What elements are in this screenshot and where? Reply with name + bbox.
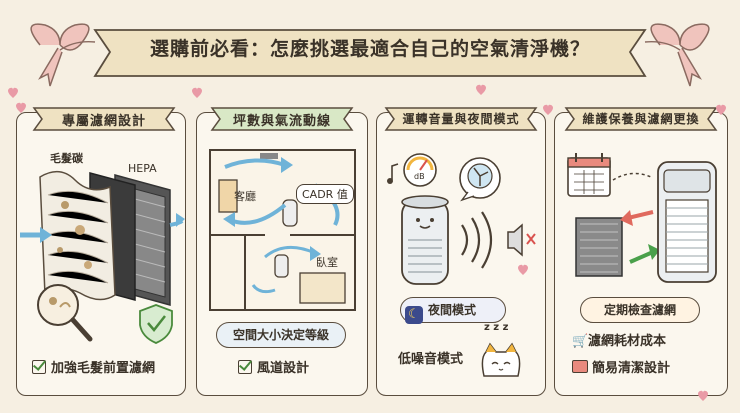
toolbox-icon	[572, 360, 588, 373]
cat-icon	[481, 342, 521, 377]
calendar-icon	[567, 153, 611, 197]
shield-icon	[139, 304, 173, 344]
purifier-icon	[401, 195, 449, 285]
panel-2-heading: 坪數與氣流動線	[232, 114, 331, 129]
cleaning-item: 簡易清潔設計	[572, 357, 670, 376]
db-label: dB	[414, 172, 425, 181]
panel-2-banner	[210, 107, 354, 131]
ribbon-icon	[30, 23, 90, 87]
panel-4-pill: 定期檢查濾網	[580, 297, 700, 323]
panel-2-pill: 空間大小決定等級	[216, 322, 346, 348]
ribbon-icon	[650, 23, 710, 87]
panel-1-heading: 專屬濾網設計	[61, 114, 146, 129]
panel-3-footer: 低噪音模式	[398, 352, 464, 367]
bedroom-label: 臥室	[316, 256, 338, 269]
heart-icon	[543, 104, 553, 115]
hair-carbon-label: 毛髮碳	[50, 152, 83, 165]
moon-icon: ☾	[405, 306, 423, 324]
panel-4-heading: 維護保養與濾網更換	[582, 112, 700, 126]
check-icon	[238, 360, 252, 374]
hepa-label: HEPA	[128, 162, 157, 175]
panel-3-pill: ☾夜間模式	[400, 297, 506, 324]
cost-item: 🛒濾網耗材成本	[572, 334, 667, 349]
check-icon	[32, 360, 46, 374]
speaker-mute-icon	[507, 223, 536, 257]
panel-3-banner	[384, 107, 538, 131]
floorplan-illustration	[209, 149, 356, 311]
magnifier-icon	[37, 284, 93, 342]
cadr-label: CADR 值	[296, 184, 354, 204]
filter-illustration	[20, 171, 185, 344]
page-title: 選購前必看：怎麼挑選最適合自己的空氣清淨機？	[149, 38, 590, 60]
panel-3-heading: 運轉音量與夜間模式	[402, 112, 520, 126]
living-room-label: 客廳	[234, 190, 256, 203]
maintenance-illustration	[567, 153, 717, 283]
fan-icon	[459, 157, 501, 202]
purifier-icon	[657, 161, 717, 283]
zzz-label: z z z	[484, 322, 509, 333]
panel-1-footer: 加強毛髮前置濾網	[32, 357, 155, 376]
panel-2-footer: 風道設計	[238, 357, 309, 376]
cart-icon: 🛒	[572, 334, 589, 349]
heart-icon	[8, 84, 486, 98]
panel-1-banner	[32, 107, 176, 131]
title-banner	[8, 23, 710, 98]
noise-illustration	[387, 153, 536, 285]
